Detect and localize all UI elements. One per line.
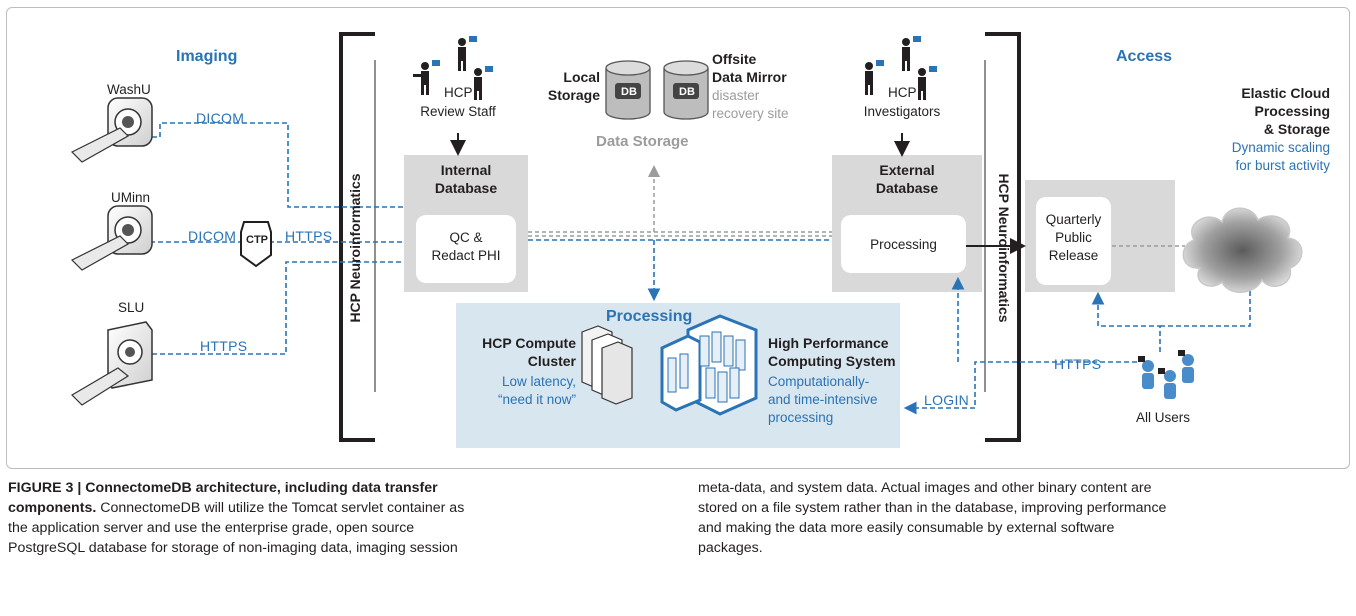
hcp-neuroinformatics-right: HCP Neuroinformatics xyxy=(995,173,1012,323)
hcp-neuroinformatics-left: HCP Neuroinformatics xyxy=(347,173,364,323)
internal-db-title-1: Internal xyxy=(440,162,492,178)
access-title: Access xyxy=(1116,48,1173,65)
release-line1: Quarterly xyxy=(1045,212,1102,227)
external-db-title-2: Database xyxy=(875,180,939,196)
internal-db-inner-1: QC & xyxy=(449,230,483,245)
imaging-title: Imaging xyxy=(176,48,238,65)
all-users-label: All Users xyxy=(1136,410,1191,425)
hpc-desc-line3: processing xyxy=(768,410,834,425)
cluster-desc-line1: Low latency, xyxy=(501,374,576,389)
washu-scanner-icon xyxy=(70,97,153,163)
offsite-mirror-db-icon xyxy=(663,60,709,120)
release-line3: Release xyxy=(1048,248,1099,263)
cluster-line2: Cluster xyxy=(527,353,576,369)
compute-cluster-icon xyxy=(581,325,633,405)
offsite-line2: Data Mirror xyxy=(712,69,787,85)
internal-db-inner-2: Redact PHI xyxy=(431,248,501,263)
review-staff-line1: HCP xyxy=(444,85,473,100)
release-line2: Public xyxy=(1055,230,1092,245)
diagram-graphics xyxy=(70,32,1303,448)
investigators-line1: HCP xyxy=(888,85,917,100)
ctp-label: CTP xyxy=(246,234,268,246)
https-uminn-label: HTTPS xyxy=(285,228,333,244)
login-label: LOGIN xyxy=(924,392,970,408)
review-staff-icon xyxy=(413,36,493,100)
db-label-1: DB xyxy=(621,86,637,98)
data-storage-title: Data Storage xyxy=(596,133,689,150)
hpc-desc-line1: Computationally- xyxy=(768,374,870,389)
hpc-line1: High Performance xyxy=(768,335,889,351)
caption-right-line3: and making the data more easily consumab… xyxy=(698,520,1115,536)
dicom-washu-label: DICOM xyxy=(196,110,245,126)
review-staff-line2: Review Staff xyxy=(420,104,496,119)
caption-line4: PostgreSQL database for storage of non-i… xyxy=(8,540,458,556)
local-storage-line1: Local xyxy=(563,69,600,85)
cloud-line3: & Storage xyxy=(1263,121,1330,137)
investigators-line2: Investigators xyxy=(863,104,941,119)
cluster-line1: HCP Compute xyxy=(482,335,576,351)
cloud-icon xyxy=(1182,207,1303,293)
uminn-scanner-icon xyxy=(70,205,153,271)
recovery-line1: disaster xyxy=(712,88,760,103)
left-bracket xyxy=(339,32,375,442)
right-bracket xyxy=(985,32,1021,442)
local-storage-line2: Storage xyxy=(547,87,600,103)
https-users-label: HTTPS xyxy=(1054,356,1102,372)
figure-caption: FIGURE 3 | ConnectomeDB architecture, in… xyxy=(0,470,1356,616)
caption-right-line4: packages. xyxy=(698,540,763,556)
hpc-line2: Computing System xyxy=(768,353,896,369)
offsite-line1: Offsite xyxy=(712,51,757,67)
db-label-2: DB xyxy=(679,86,695,98)
cloud-desc-line1: Dynamic scaling xyxy=(1231,140,1330,155)
caption-line2: components. ConnectomeDB will utilize th… xyxy=(8,500,465,516)
site-slu: SLU xyxy=(118,300,145,315)
cluster-desc-line2: “need it now” xyxy=(497,392,576,407)
cloud-desc-line2: for burst activity xyxy=(1235,158,1330,173)
https-slu-label: HTTPS xyxy=(200,338,248,354)
caption-line1: FIGURE 3 | ConnectomeDB architecture, in… xyxy=(8,480,438,496)
ctp-shield-icon xyxy=(240,221,272,268)
investigators-icon xyxy=(865,36,937,100)
all-users-icon xyxy=(1138,350,1194,399)
internal-db-title-2: Database xyxy=(434,180,498,196)
local-storage-db-icon xyxy=(605,60,651,120)
processing-title: Processing xyxy=(606,308,693,325)
cloud-line2: Processing xyxy=(1254,103,1330,119)
dicom-uminn-label: DICOM xyxy=(188,228,237,244)
caption-line3: the application server and use the enter… xyxy=(8,520,415,536)
hpc-desc-line2: and time-intensive xyxy=(768,392,878,407)
hpc-system-icon xyxy=(660,314,758,416)
caption-right-line2: stored on a file system rather than in t… xyxy=(698,500,1167,516)
external-db-inner: Processing xyxy=(870,237,937,252)
site-washu: WashU xyxy=(107,82,151,97)
recovery-line2: recovery site xyxy=(712,106,789,121)
cloud-line1: Elastic Cloud xyxy=(1241,85,1330,101)
external-db-title-1: External xyxy=(879,162,935,178)
site-uminn: UMinn xyxy=(111,190,151,205)
caption-right-line1: meta-data, and system data. Actual image… xyxy=(698,480,1152,496)
slu-scanner-icon xyxy=(71,321,153,406)
